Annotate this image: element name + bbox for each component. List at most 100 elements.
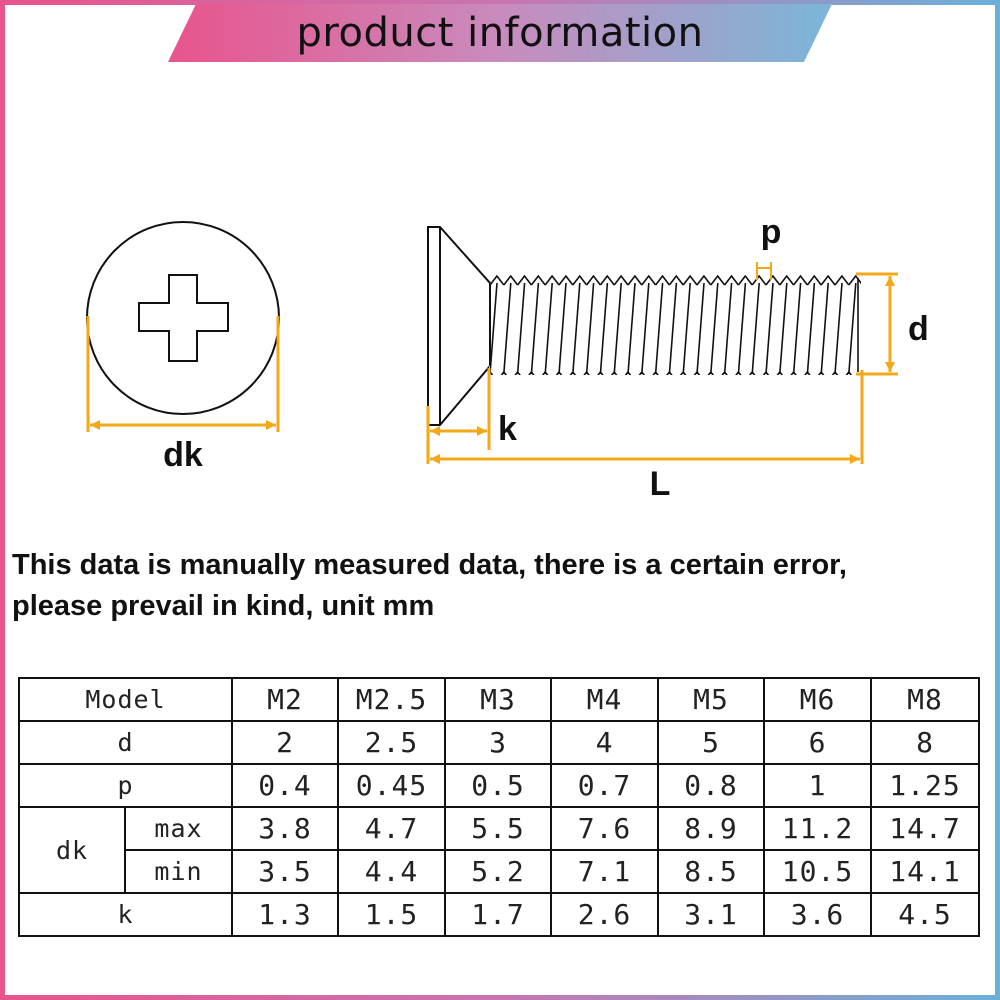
- thread-crest: [613, 275, 629, 286]
- screw-side-view: [427, 226, 861, 426]
- d-label: d: [908, 310, 929, 348]
- header-row: Model M2 M2.5 M3 M4 M5 M6 M8: [17, 677, 981, 722]
- value-cell: 1.5: [337, 892, 447, 937]
- thread-line: [723, 282, 733, 375]
- value-cell: 2.6: [550, 892, 660, 937]
- thread-line: [710, 282, 719, 375]
- title-banner: product information: [168, 4, 832, 62]
- value-cell: 7.1: [550, 849, 660, 894]
- value-cell: 0.8: [657, 763, 766, 808]
- thread-crest: [723, 275, 740, 286]
- thread-crest: [806, 275, 822, 286]
- L-label: L: [650, 465, 671, 503]
- thread-line: [682, 282, 691, 375]
- row-dk-min: min 3.5 4.4 5.2 7.1 8.5 10.5 14.1: [19, 849, 981, 894]
- thread-crest: [503, 275, 519, 286]
- value-cell: 2.5: [337, 720, 447, 765]
- value-cell: 4.7: [337, 806, 447, 851]
- d-dimension: [856, 272, 898, 376]
- row-label: d: [17, 720, 234, 765]
- value-cell: 5: [657, 720, 766, 765]
- L-dimension: [430, 370, 864, 464]
- thread-crest: [737, 275, 753, 286]
- value-cell: 8.9: [657, 806, 766, 851]
- value-cell: 11.2: [763, 806, 873, 851]
- value-cell: 3.1: [657, 892, 766, 937]
- value-cell: 5.5: [444, 806, 553, 851]
- value-cell: 0.4: [231, 763, 340, 808]
- row-label: dk: [18, 806, 126, 894]
- thread-line: [668, 282, 678, 375]
- value-cell: 3.8: [231, 806, 340, 851]
- row-p: p 0.4 0.45 0.5 0.7 0.8 1 1.25: [17, 763, 981, 808]
- measurement-note: This data is manually measured data, the…: [12, 545, 992, 627]
- thread-line: [613, 282, 622, 375]
- note-line-1: This data is manually measured data, the…: [12, 549, 847, 581]
- header-label: Model: [17, 677, 234, 722]
- thread-crest: [696, 275, 712, 286]
- thread-crest: [627, 275, 643, 286]
- value-cell: 4.5: [870, 892, 981, 937]
- phillips-cross-recess: [138, 274, 229, 362]
- sub-label: max: [123, 806, 234, 851]
- thread-line: [585, 282, 595, 375]
- value-cell: 3: [444, 720, 553, 765]
- screw-head-top-view: [86, 221, 280, 415]
- row-k: k 1.3 1.5 1.7 2.6 3.1 3.6 4.5: [17, 892, 981, 937]
- value-cell: 8: [870, 720, 981, 765]
- thread-crest: [641, 275, 657, 286]
- thread-crest: [820, 275, 836, 286]
- thread-line: [516, 282, 526, 375]
- k-dimension: [426, 368, 491, 464]
- thread-crest: [530, 275, 546, 286]
- k-label: k: [498, 410, 517, 448]
- thread-line: [627, 282, 636, 375]
- model-cell: M6: [763, 677, 873, 722]
- thread-crest: [516, 275, 533, 286]
- thread-line: [489, 282, 498, 375]
- value-cell: 7.6: [550, 806, 660, 851]
- dk-label: dk: [163, 436, 203, 474]
- thread-line: [779, 282, 788, 375]
- thread-crest: [779, 275, 795, 286]
- value-cell: 4.4: [337, 849, 447, 894]
- sub-label: min: [123, 849, 234, 894]
- p-label: p: [761, 213, 782, 251]
- thread-crest: [765, 275, 781, 286]
- banner-title: product information: [296, 10, 704, 56]
- thread-crest: [599, 275, 615, 286]
- model-cell: M2: [231, 677, 340, 722]
- value-cell: 14.7: [870, 806, 981, 851]
- value-cell: 4: [550, 720, 660, 765]
- thread-line: [696, 282, 705, 375]
- thread-crest: [572, 275, 588, 286]
- thread-line: [503, 282, 512, 375]
- value-cell: 0.5: [444, 763, 553, 808]
- thread-crest: [544, 275, 560, 286]
- value-cell: 1.25: [870, 763, 981, 808]
- value-cell: 1.3: [231, 892, 340, 937]
- row-d: d 2 2.5 3 4 5 6 8: [17, 720, 981, 765]
- thread-crest: [489, 275, 505, 286]
- spec-table: Model M2 M2.5 M3 M4 M5 M6 M8 d 2 2.5 3 4…: [17, 677, 981, 937]
- row-label: k: [17, 892, 234, 937]
- thread-line: [558, 282, 567, 375]
- value-cell: 1: [763, 763, 873, 808]
- thread-crest: [751, 275, 767, 286]
- thread-line: [848, 282, 857, 375]
- thread-crest: [848, 275, 861, 286]
- model-cell: M8: [870, 677, 981, 722]
- thread-line: [654, 282, 664, 375]
- thread-line: [834, 282, 843, 375]
- value-cell: 8.5: [657, 849, 766, 894]
- thread-crest: [792, 275, 809, 286]
- thread-line: [820, 282, 829, 375]
- value-cell: 2: [231, 720, 340, 765]
- thread-line: [806, 282, 816, 375]
- thread-crest: [834, 275, 850, 286]
- thread-line: [765, 282, 774, 375]
- thread-line: [544, 282, 553, 375]
- value-cell: 3.6: [763, 892, 873, 937]
- thread-crest: [585, 275, 602, 286]
- thread-crest: [668, 275, 684, 286]
